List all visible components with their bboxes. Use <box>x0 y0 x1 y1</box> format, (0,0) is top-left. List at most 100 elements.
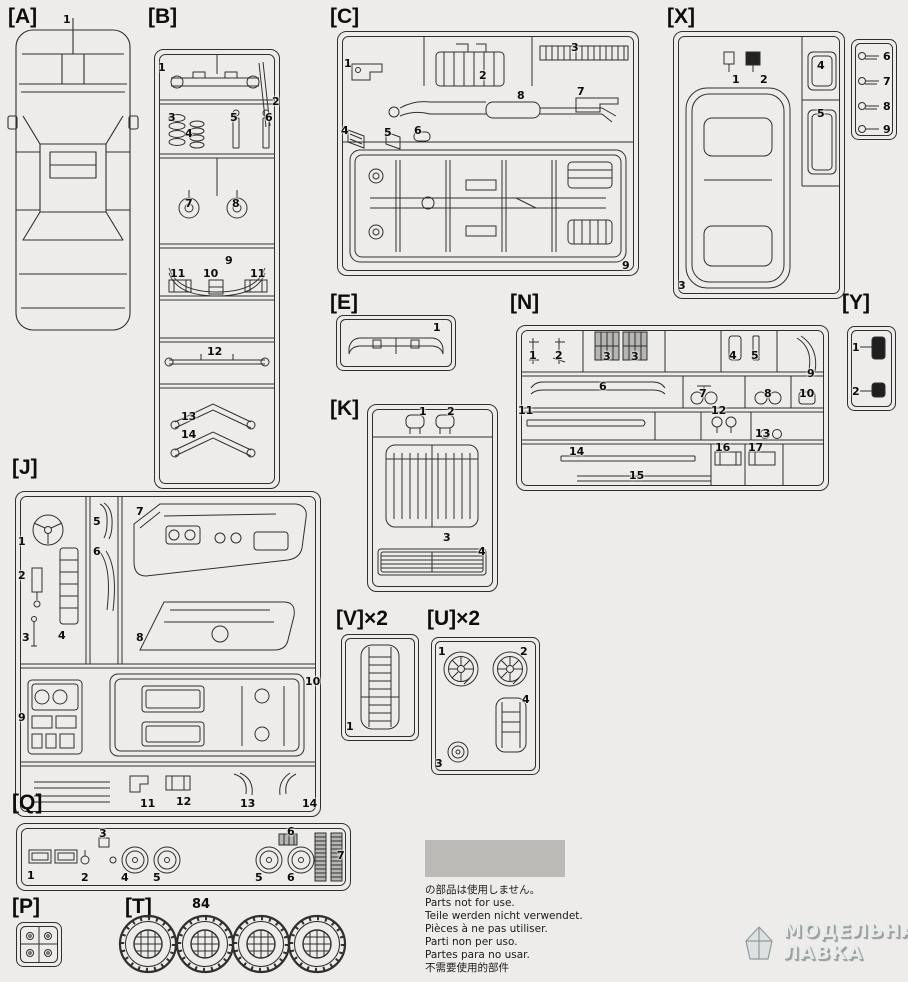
part-number: 13 <box>755 427 771 440</box>
part-number: 16 <box>715 441 731 454</box>
sprue-j-drawing <box>15 491 321 817</box>
part-number: 7 <box>699 387 707 400</box>
section-t-label: [T] <box>125 895 152 918</box>
part-number: 1 <box>419 405 427 418</box>
sprue-a: 1 <box>6 12 140 352</box>
part-number: 7 <box>136 505 144 518</box>
part-number: 1 <box>529 349 537 362</box>
part-number: 7 <box>185 197 193 210</box>
part-number: 4 <box>121 871 129 884</box>
section-k-label: [K] <box>330 397 360 420</box>
section-e-label: [E] <box>330 291 358 314</box>
part-number: 2 <box>479 69 487 82</box>
section-b-label: [B] <box>148 5 178 28</box>
section-a-label: [A] <box>8 5 38 28</box>
part-number: 12 <box>207 345 223 358</box>
note-line-zh: 不需要使用的部件 <box>425 962 509 974</box>
part-number: 2 <box>852 385 860 398</box>
part-number: 4 <box>185 127 193 140</box>
part-number: 4 <box>341 124 349 137</box>
part-number: 10 <box>305 675 321 688</box>
sprue-p-drawing <box>16 922 62 967</box>
note-line-fr: Pièces à ne pas utiliser. <box>425 923 548 935</box>
part-number: 7 <box>337 849 345 862</box>
part-number: 1 <box>63 13 71 26</box>
sprue-k: 1 2 3 4 <box>366 403 499 593</box>
part-number: 4 <box>522 693 530 706</box>
sprue-e-drawing <box>336 315 456 371</box>
part-number: 1 <box>732 73 740 86</box>
sprue-v: 1 <box>340 633 420 742</box>
sprue-x-strip-drawing <box>851 39 897 140</box>
part-number: 1 <box>852 341 860 354</box>
part-number: 5 <box>230 111 238 124</box>
sprue-x-drawing <box>673 31 845 299</box>
part-number: 11 <box>518 404 534 417</box>
section-p-label: [P] <box>12 895 40 918</box>
part-number: 2 <box>447 405 455 418</box>
part-number: 6 <box>599 380 607 393</box>
part-number: 14 <box>181 428 197 441</box>
sprue-q-drawing <box>16 823 351 891</box>
part-number: 1 <box>346 720 354 733</box>
section-c-label: [C] <box>330 5 360 28</box>
sprue-b-drawing <box>154 49 280 489</box>
part-number: 4 <box>729 349 737 362</box>
part-number: 9 <box>807 367 815 380</box>
part-number: 3 <box>22 631 30 644</box>
part-number: 9 <box>883 123 891 136</box>
note-line-de: Teile werden nicht verwendet. <box>425 910 583 922</box>
sprue-y-drawing <box>847 326 896 411</box>
part-number: 11 <box>140 797 156 810</box>
part-number: 2 <box>555 349 563 362</box>
section-u-label: [U]×2 <box>427 607 481 630</box>
part-number: 11 <box>250 267 266 280</box>
part-number: 1 <box>158 61 166 74</box>
part-number: 1 <box>344 57 352 70</box>
part-number: 8 <box>764 387 772 400</box>
part-number: 3 <box>443 531 451 544</box>
part-number: 14 <box>302 797 318 810</box>
part-number: 5 <box>255 871 263 884</box>
part-number: 8 <box>232 197 240 210</box>
part-number: 15 <box>629 469 645 482</box>
part-number: 5 <box>153 871 161 884</box>
part-number: 3 <box>603 350 611 363</box>
part-number: 3 <box>168 111 176 124</box>
part-number: 11 <box>170 267 186 280</box>
sprue-k-drawing <box>367 404 498 592</box>
watermark-line2: ЛАВКА <box>783 941 864 964</box>
part-number: 5 <box>817 107 825 120</box>
part-number: 6 <box>883 50 891 63</box>
sprue-c-drawing <box>337 31 639 276</box>
part-number: 6 <box>287 871 295 884</box>
sprue-u-drawing <box>431 637 540 775</box>
part-number: 10 <box>799 387 815 400</box>
part-number: 13 <box>181 410 197 423</box>
part-number: 8 <box>136 631 144 644</box>
part-number: 1 <box>433 321 441 334</box>
part-number: 5 <box>93 515 101 528</box>
part-number: 12 <box>711 404 727 417</box>
part-number: 17 <box>748 441 764 454</box>
part-number: 2 <box>272 95 280 108</box>
part-number: 10 <box>203 267 219 280</box>
part-number: 2 <box>18 569 26 582</box>
note-line-en: Parts not for use. <box>425 897 515 909</box>
section-v-label: [V]×2 <box>336 607 388 630</box>
part-number: 12 <box>176 795 192 808</box>
sprue-n-drawing <box>516 325 829 491</box>
part-number: 6 <box>287 825 295 838</box>
part-number: 2 <box>81 871 89 884</box>
part-number: 4 <box>478 545 486 558</box>
part-number: 5 <box>384 126 392 139</box>
part-number: 2 <box>520 645 528 658</box>
part-number: 6 <box>93 545 101 558</box>
